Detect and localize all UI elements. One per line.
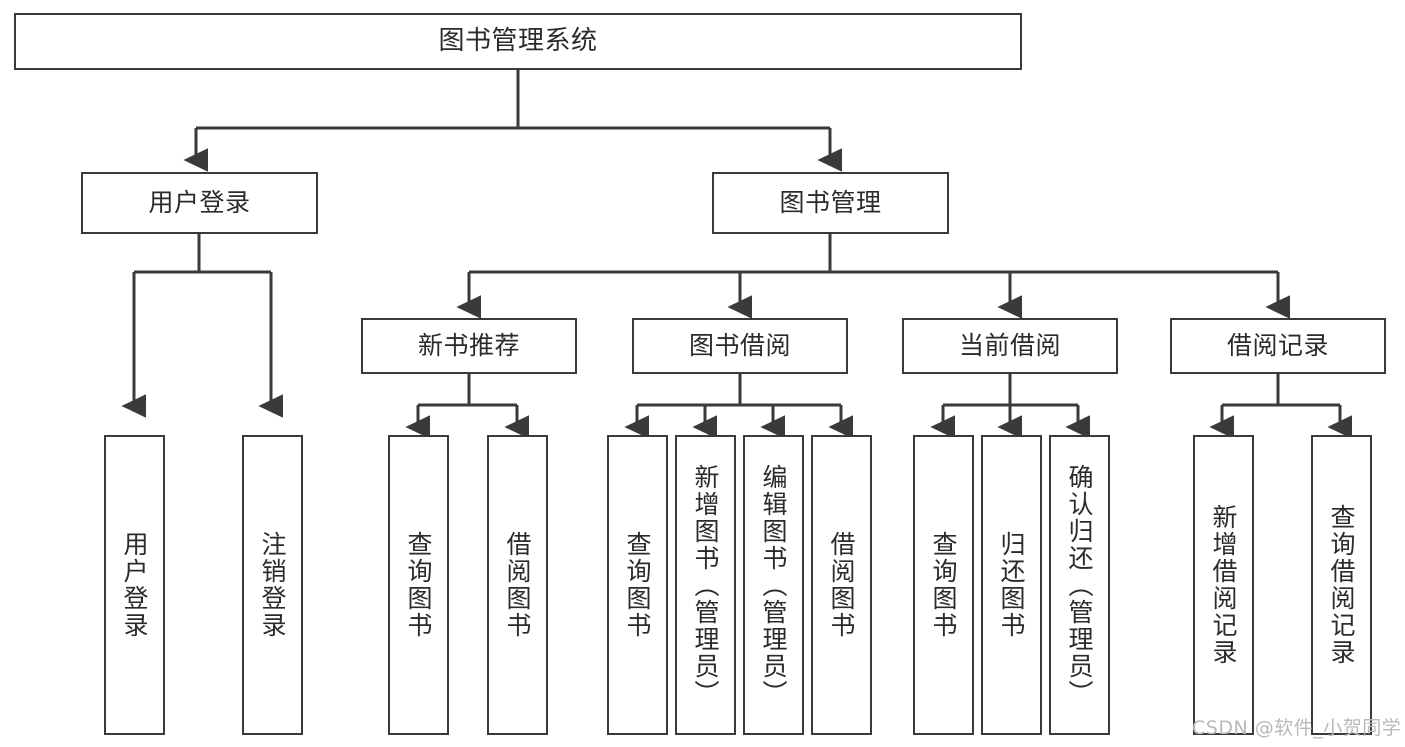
node-label: 新增借阅记录 (1209, 504, 1238, 666)
node-label: 查询图书 (623, 531, 652, 639)
node-leaf-confirm-return[interactable]: 确认归还（管理员） (1049, 435, 1110, 735)
node-leaf-borrow-book-2[interactable]: 借阅图书 (811, 435, 872, 735)
node-leaf-return-book[interactable]: 归还图书 (981, 435, 1042, 735)
node-label: 用户登录 (148, 188, 251, 218)
node-leaf-add-book[interactable]: 新增图书（管理员） (675, 435, 736, 735)
node-label: 编辑图书（管理员） (759, 463, 788, 707)
node-label: 用户登录 (120, 531, 149, 639)
node-leaf-logout-login[interactable]: 注销登录 (242, 435, 303, 735)
node-leaf-add-record[interactable]: 新增借阅记录 (1193, 435, 1254, 735)
node-new-book-recommend[interactable]: 新书推荐 (361, 318, 577, 374)
csdn-watermark: CSDN @软件_小贺同学 (1192, 717, 1402, 739)
node-book-management[interactable]: 图书管理 (712, 172, 949, 234)
node-book-management-system[interactable]: 图书管理系统 (14, 13, 1022, 70)
node-borrow-record[interactable]: 借阅记录 (1170, 318, 1386, 374)
node-label: 图书管理系统 (438, 26, 598, 57)
node-label: 新增图书（管理员） (691, 463, 720, 707)
node-leaf-query-record[interactable]: 查询借阅记录 (1311, 435, 1372, 735)
node-label: 借阅图书 (503, 531, 532, 639)
node-label: 借阅图书 (827, 531, 856, 639)
node-label: 查询借阅记录 (1327, 504, 1356, 666)
node-label: 图书管理 (779, 188, 882, 218)
node-book-borrow[interactable]: 图书借阅 (632, 318, 848, 374)
node-label: 当前借阅 (958, 331, 1061, 361)
node-leaf-query-book-1[interactable]: 查询图书 (388, 435, 449, 735)
node-label: 借阅记录 (1226, 331, 1329, 361)
node-current-borrow[interactable]: 当前借阅 (902, 318, 1118, 374)
node-leaf-query-book-2[interactable]: 查询图书 (607, 435, 668, 735)
node-leaf-query-book-3[interactable]: 查询图书 (913, 435, 974, 735)
node-leaf-borrow-book-1[interactable]: 借阅图书 (487, 435, 548, 735)
node-label: 图书借阅 (688, 331, 791, 361)
node-label: 查询图书 (404, 531, 433, 639)
node-label: 注销登录 (258, 531, 287, 639)
node-leaf-user-login[interactable]: 用户登录 (104, 435, 165, 735)
node-user-login[interactable]: 用户登录 (81, 172, 318, 234)
node-label: 查询图书 (929, 531, 958, 639)
node-label: 归还图书 (997, 531, 1026, 639)
node-label: 新书推荐 (417, 331, 520, 361)
node-leaf-edit-book[interactable]: 编辑图书（管理员） (743, 435, 804, 735)
node-label: 确认归还（管理员） (1065, 463, 1094, 707)
